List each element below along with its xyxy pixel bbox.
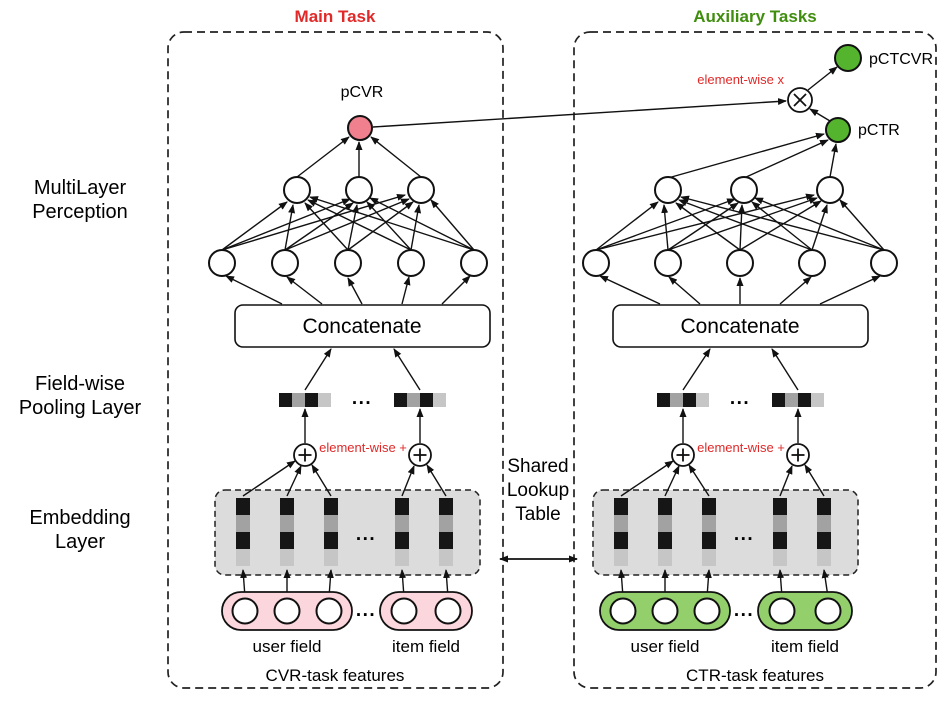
plus-icon <box>408 443 432 467</box>
shared-lookup-table: Shared Lookup Table <box>499 456 578 563</box>
multiply-icon <box>787 87 813 113</box>
cvr-concatenate-box <box>234 304 491 348</box>
cvr-hidden-to-output-arrows <box>296 136 422 178</box>
embedding-vector <box>817 498 831 566</box>
ctr-field-ellipsis: ... <box>734 600 754 621</box>
pcvr-label: pCVR <box>341 84 384 101</box>
pctcvr-node <box>834 44 862 72</box>
main-task-title: Main Task <box>295 7 376 26</box>
embedding-vector <box>658 498 672 566</box>
cvr-item-field-label: item field <box>392 637 460 656</box>
cvr-plus-to-pooling-arrows <box>301 408 424 443</box>
ctr-concatenate-box <box>612 304 869 348</box>
cvr-user-field-label: user field <box>253 637 322 656</box>
embedding-vector <box>280 498 294 566</box>
ctr-user-field-label: user field <box>631 637 700 656</box>
multiply-to-pctcvr-arrow <box>807 66 838 91</box>
embedding-label-line1: Embedding <box>29 507 130 529</box>
ctr-mlp-layer2 <box>654 176 844 204</box>
cvr-mlp-layer2 <box>283 176 435 204</box>
pooled-vector <box>657 393 709 407</box>
cvr-pooling-vectors: ... <box>279 388 446 409</box>
ctr-mlp-layer1 <box>582 249 898 277</box>
shared-lookup-line2: Lookup <box>507 480 569 501</box>
cvr-concat-to-mlp-arrows <box>225 275 471 305</box>
ctr-pooling-to-concat-arrows <box>682 348 799 391</box>
pctcvr-label: pCTCVR <box>869 51 933 68</box>
mlp-label-line1: MultiLayer <box>34 177 127 199</box>
plus-icon <box>293 443 317 467</box>
cvr-field-ellipsis: ... <box>356 600 376 621</box>
pcvr-node <box>347 115 373 141</box>
ctr-elementwise-add-label: element-wise + <box>697 440 785 455</box>
cvr-concatenate-label: Concatenate <box>302 315 421 338</box>
cvr-pooling-ellipsis: ... <box>352 388 372 409</box>
embedding-vector <box>324 498 338 566</box>
pooling-label-line2: Pooling Layer <box>19 397 142 419</box>
cvr-mlp-connections <box>221 193 475 251</box>
auxiliary-tasks-title: Auxiliary Tasks <box>693 7 816 26</box>
cvr-mlp-layer1 <box>208 249 488 277</box>
output-combination: element-wise x pCTR pCTCVR <box>372 44 933 143</box>
ctr-item-field-group: item field <box>757 591 853 656</box>
pooled-vector <box>279 393 331 407</box>
mlp-label-line2: Perception <box>32 201 128 223</box>
ctr-plus-icons: element-wise + <box>671 440 810 467</box>
ctr-pooling-ellipsis: ... <box>730 388 750 409</box>
layer-labels: MultiLayer Perception Field-wise Pooling… <box>19 177 142 553</box>
pctr-label: pCTR <box>858 122 900 139</box>
pctr-to-multiply-arrow <box>809 108 831 122</box>
cvr-item-field-group: item field <box>379 591 473 656</box>
ctr-embedding-ellipsis: ... <box>734 524 754 545</box>
shared-lookup-line3: Table <box>515 504 560 525</box>
ctr-features-label: CTR-task features <box>686 666 824 685</box>
embedding-vector <box>236 498 250 566</box>
embedding-vector <box>773 498 787 566</box>
ctr-embedding-vectors: ... <box>614 498 831 566</box>
ctr-pooling-vectors: ... <box>657 388 824 409</box>
cvr-pooling-to-concat-arrows <box>304 348 421 391</box>
ctr-concatenate-label: Concatenate <box>680 315 799 338</box>
cvr-elementwise-add-label: element-wise + <box>319 440 407 455</box>
ctr-concat-to-mlp-arrows <box>599 275 881 305</box>
pooling-label-line1: Field-wise <box>35 373 125 395</box>
embedding-vector <box>614 498 628 566</box>
embedding-label-line2: Layer <box>55 531 105 553</box>
auxiliary-tasks-container <box>573 31 937 689</box>
pooled-vector <box>394 393 446 407</box>
ctr-hidden-to-output-arrows <box>667 132 839 179</box>
ctr-embedding-to-plus-arrows <box>620 460 825 497</box>
ctr-network: ... element-wise + ... Concatenate <box>582 132 898 685</box>
main-task-container <box>167 31 504 689</box>
ctr-item-field-label: item field <box>771 637 839 656</box>
pctr-node <box>825 117 851 143</box>
plus-icon <box>786 443 810 467</box>
cvr-user-field-group: user field <box>221 591 353 656</box>
ctr-user-field-group: user field <box>599 591 731 656</box>
embedding-vector <box>439 498 453 566</box>
embedding-vector <box>395 498 409 566</box>
embedding-vector <box>702 498 716 566</box>
ctr-mlp-connections <box>595 193 885 251</box>
cvr-plus-icons: element-wise + <box>293 440 432 467</box>
pcvr-to-multiply-arrow <box>372 98 787 128</box>
cvr-embedding-ellipsis: ... <box>356 524 376 545</box>
cvr-features-label: CVR-task features <box>266 666 405 685</box>
pooled-vector <box>772 393 824 407</box>
cvr-network: ... element-wise + ... Concatenate <box>208 84 491 685</box>
plus-icon <box>671 443 695 467</box>
cvr-embedding-to-plus-arrows <box>242 460 447 497</box>
elementwise-multiply-label: element-wise x <box>697 72 784 87</box>
shared-lookup-line1: Shared <box>507 456 568 477</box>
ctr-plus-to-pooling-arrows <box>679 408 802 443</box>
cvr-embedding-vectors: ... <box>236 498 453 566</box>
